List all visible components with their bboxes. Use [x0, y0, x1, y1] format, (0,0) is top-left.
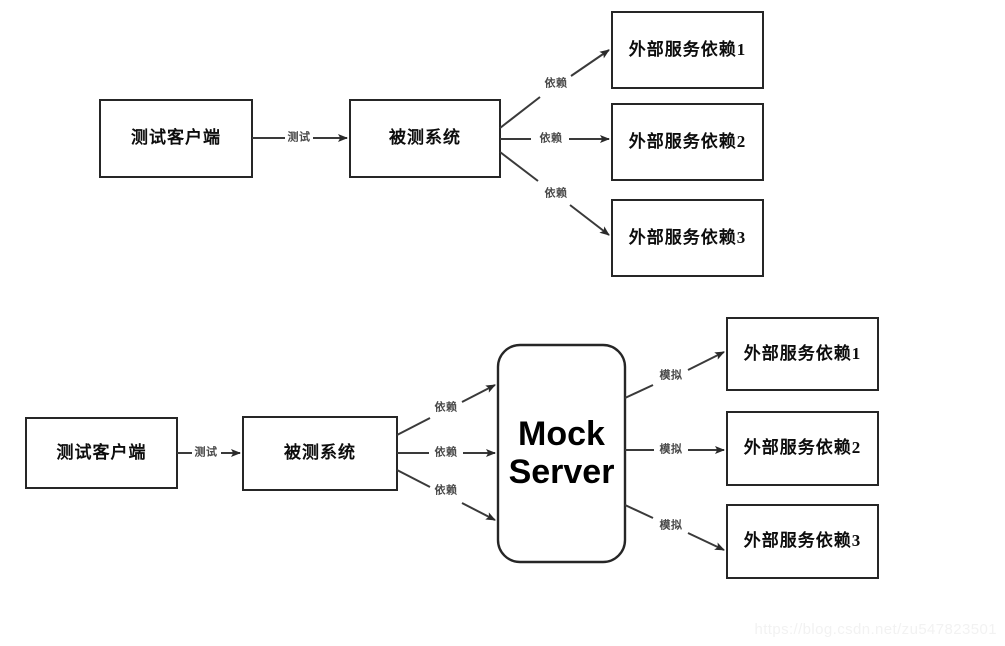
edge-bot-sut-to-mock-2: 依赖 [397, 445, 496, 459]
node-top-external-2[interactable]: 外部服务依赖2 [611, 103, 764, 181]
edge-label: 模拟 [660, 368, 683, 382]
edge-label: 模拟 [660, 518, 683, 532]
edge-label: 依赖 [545, 76, 568, 90]
node-bot-external-1[interactable]: 外部服务依赖1 [726, 317, 879, 391]
node-bot-sut[interactable]: 被测系统 [242, 416, 398, 491]
node-label: 外部服务依赖2 [744, 437, 862, 457]
watermark: https://blog.csdn.net/zu547823501 [754, 621, 997, 638]
node-label: 外部服务依赖1 [744, 343, 862, 363]
edge-label: 测试 [288, 130, 311, 144]
node-bot-test-client[interactable]: 测试客户端 [25, 417, 178, 489]
node-bot-external-3[interactable]: 外部服务依赖3 [726, 504, 879, 579]
edge-top-sut-to-external-3: 依赖 [499, 151, 610, 236]
section-without-mock: 测试客户端 被测系统 外部服务依赖1 外部服务依赖2 外部服务依赖3 [99, 11, 764, 277]
node-label: 外部服务依赖2 [629, 131, 747, 151]
node-top-test-client[interactable]: 测试客户端 [99, 99, 253, 178]
edge-top-sut-to-external-1: 依赖 [499, 49, 610, 129]
node-label-line-1: Mock [518, 415, 605, 453]
node-label: 外部服务依赖3 [629, 227, 747, 247]
node-label-line-2: Server [509, 453, 615, 491]
node-label: 被测系统 [284, 442, 356, 462]
edge-label: 模拟 [660, 442, 683, 456]
node-label: 被测系统 [389, 127, 461, 147]
edge-label: 测试 [195, 445, 218, 459]
edge-bot-client-to-sut: 测试 [177, 445, 241, 459]
edge-label: 依赖 [545, 186, 568, 200]
edge-label: 依赖 [435, 400, 458, 414]
edge-bot-sut-to-mock-1: 依赖 [396, 384, 496, 436]
edge-label: 依赖 [435, 445, 458, 459]
edge-bot-mock-to-external-2: 模拟 [625, 442, 725, 456]
edge-label: 依赖 [435, 483, 458, 497]
edge-top-client-to-sut: 测试 [252, 130, 348, 144]
section-with-mock: 测试客户端 被测系统 Mock Server 外部服务依赖1 外部服务依赖2 [25, 317, 879, 579]
edge-bot-mock-to-external-1: 模拟 [624, 351, 725, 399]
node-top-external-3[interactable]: 外部服务依赖3 [611, 199, 764, 277]
node-top-external-1[interactable]: 外部服务依赖1 [611, 11, 764, 89]
node-label: 外部服务依赖1 [629, 39, 747, 59]
node-label: 测试客户端 [131, 127, 221, 147]
node-top-sut[interactable]: 被测系统 [349, 99, 501, 178]
node-bot-mock-server[interactable]: Mock Server [496, 343, 627, 564]
edge-top-sut-to-external-2: 依赖 [500, 131, 610, 145]
node-label: 外部服务依赖3 [744, 530, 862, 550]
node-bot-external-2[interactable]: 外部服务依赖2 [726, 411, 879, 486]
edge-bot-sut-to-mock-3: 依赖 [396, 469, 496, 521]
node-label: 测试客户端 [57, 442, 147, 462]
edge-label: 依赖 [540, 131, 563, 145]
edge-bot-mock-to-external-3: 模拟 [624, 504, 725, 551]
